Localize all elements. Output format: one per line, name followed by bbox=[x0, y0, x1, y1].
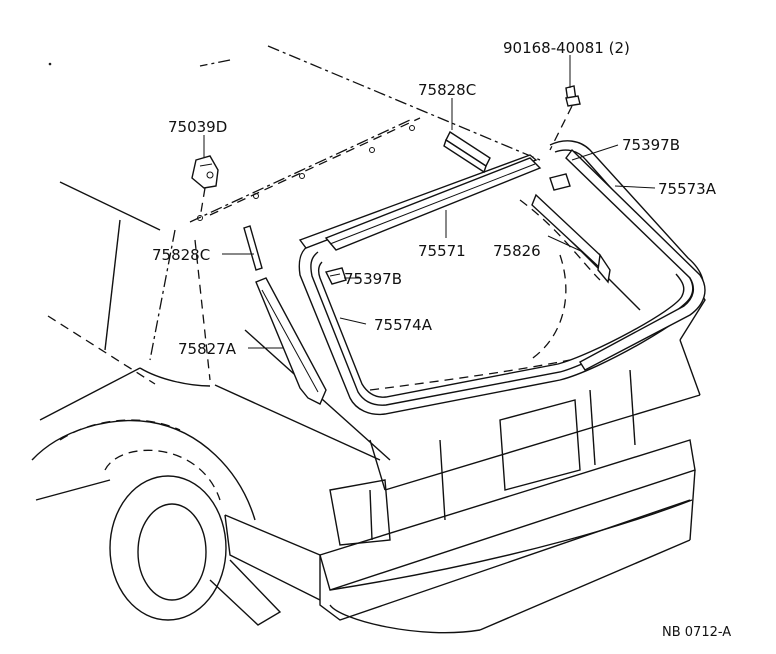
part-75827A-garnish bbox=[255, 277, 327, 405]
leader-lines bbox=[203, 55, 656, 349]
part-75573A-moulding bbox=[565, 148, 706, 371]
part-90168-bolt bbox=[549, 85, 581, 151]
label-75826: 75826 bbox=[493, 242, 541, 260]
part-75826-strip bbox=[531, 193, 611, 284]
mount-holes bbox=[197, 125, 415, 221]
label-75573A: 75573A bbox=[658, 180, 717, 198]
label-75574A: 75574A bbox=[374, 316, 433, 334]
part-75039D-bracket bbox=[191, 155, 219, 219]
label-75828C-left: 75828C bbox=[152, 246, 210, 264]
car-body-outline bbox=[31, 45, 706, 634]
label-75571: 75571 bbox=[418, 242, 466, 260]
label-75397B-left: 75397B bbox=[344, 270, 402, 288]
part-75571-strip bbox=[324, 157, 542, 251]
label-75397B-right: 75397B bbox=[622, 136, 680, 154]
part-75828C-upper bbox=[443, 130, 491, 174]
part-75397B-clip-right bbox=[549, 173, 571, 191]
diagram-code: NB 0712-A bbox=[662, 625, 731, 640]
label-90168-40081: 90168-40081 (2) bbox=[503, 39, 630, 57]
rear-glass-outline bbox=[209, 117, 601, 391]
part-75828C-left bbox=[243, 225, 263, 271]
label-75039D: 75039D bbox=[168, 118, 227, 136]
label-75828C-upper: 75828C bbox=[418, 81, 476, 99]
part-75397B-clip-left bbox=[324, 267, 347, 285]
label-75827A: 75827A bbox=[178, 340, 237, 358]
